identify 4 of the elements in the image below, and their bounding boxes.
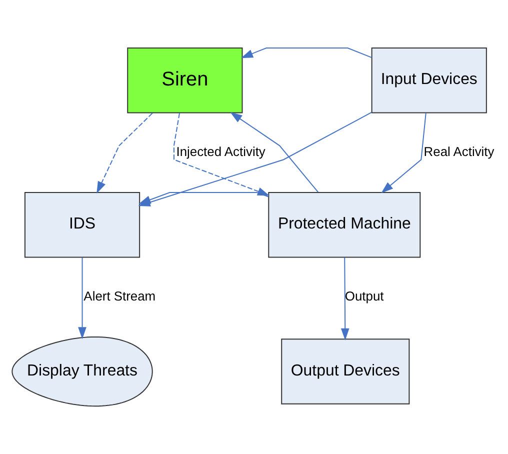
edge-label: Output	[344, 288, 384, 304]
edge-label: Injected Activity	[176, 144, 266, 160]
edge-label: Real Activity	[424, 144, 494, 160]
edge-label: Alert Stream	[84, 288, 156, 304]
